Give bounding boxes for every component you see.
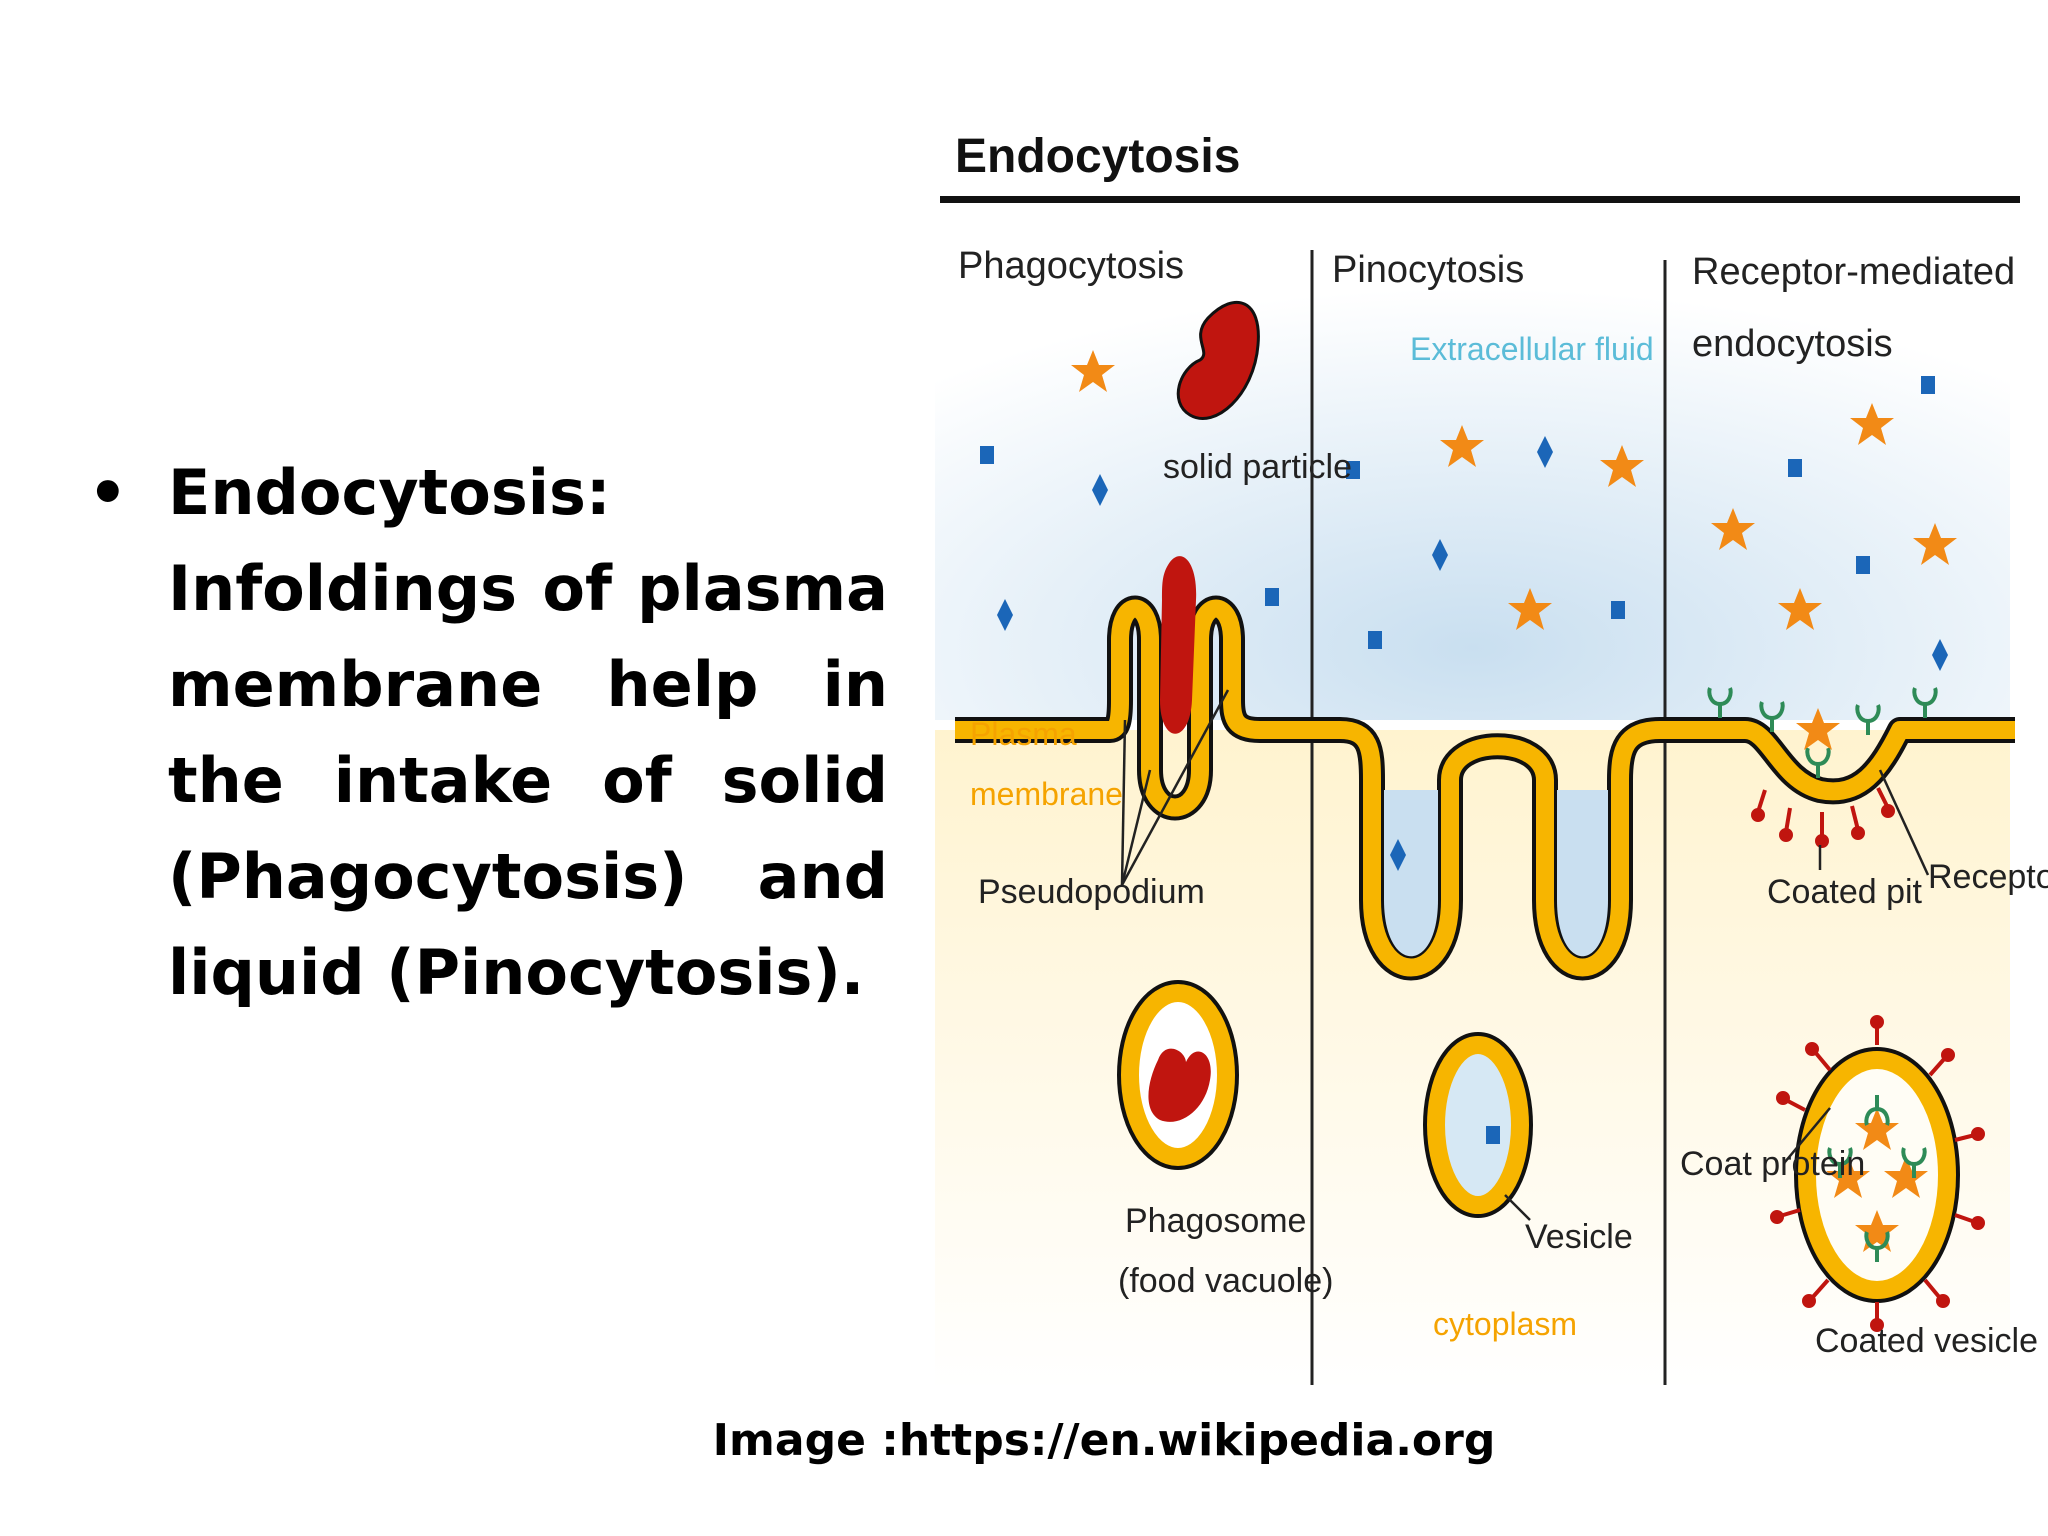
heading-pinocytosis: Pinocytosis [1332, 249, 1524, 291]
pit-fluid-2 [1557, 790, 1608, 957]
label-pseudopodium: Pseudopodium [978, 873, 1205, 911]
label-receptor: Receptor [1928, 858, 2048, 896]
label-extracellular-fluid: Extracellular fluid [1410, 331, 1654, 367]
pointer-lines [1120, 689, 1930, 1221]
square-molecule [980, 446, 994, 464]
title-rule [940, 196, 2020, 203]
diagram-title: Endocytosis [955, 130, 1240, 183]
label-cytoplasm: cytoplasm [1433, 1306, 1577, 1342]
heading-phagocytosis: Phagocytosis [958, 245, 1184, 287]
label-plasma-line2: membrane [970, 776, 1123, 812]
solid-particle-shape [1176, 300, 1260, 420]
image-source-caption: Image :https://en.wikipedia.org [712, 1415, 1496, 1466]
heading-receptor-line1: Receptor-mediated [1692, 251, 2015, 293]
plasma-membrane [955, 595, 2015, 981]
coat-proteins [1751, 787, 1895, 848]
label-solid-particle: solid particle [1163, 448, 1352, 486]
pit-fluid-1 [1384, 790, 1438, 957]
square-molecule [1265, 588, 1279, 606]
square-molecule [1368, 631, 1382, 649]
extracellular-region [935, 240, 2010, 720]
bullet-block: • Endocytosis: Infoldings of plasma memb… [88, 445, 888, 1021]
bullet-title: Endocytosis: [168, 456, 611, 529]
square-molecule [1921, 376, 1935, 394]
label-coated-pit: Coated pit [1767, 873, 1923, 911]
label-plasma-line1: Plasma [970, 716, 1077, 752]
label-coat-protein: Coat protein [1680, 1145, 1865, 1183]
square-molecule [1856, 556, 1870, 574]
square-molecule [1611, 601, 1625, 619]
label-vesicle: Vesicle [1525, 1218, 1633, 1256]
bullet-text: Endocytosis: Infoldings of plasma membra… [168, 445, 888, 1021]
square-molecule [1788, 459, 1802, 477]
bullet-dot: • [88, 456, 128, 529]
label-coated-vesicle: Coated vesicle [1815, 1322, 2038, 1360]
heading-receptor-line2: endocytosis [1692, 323, 1893, 365]
bullet-body: Infoldings of plasma membrane help in th… [168, 552, 888, 1009]
engulfed-particle-shape [1160, 556, 1197, 734]
label-phagosome-line2: (food vacuole) [1118, 1262, 1333, 1300]
pinocytotic-vesicle [1423, 1032, 1533, 1218]
phagosome [1117, 980, 1239, 1170]
coated-vesicle-shape [1770, 1015, 1985, 1332]
label-phagosome-line1: Phagosome [1125, 1202, 1306, 1240]
